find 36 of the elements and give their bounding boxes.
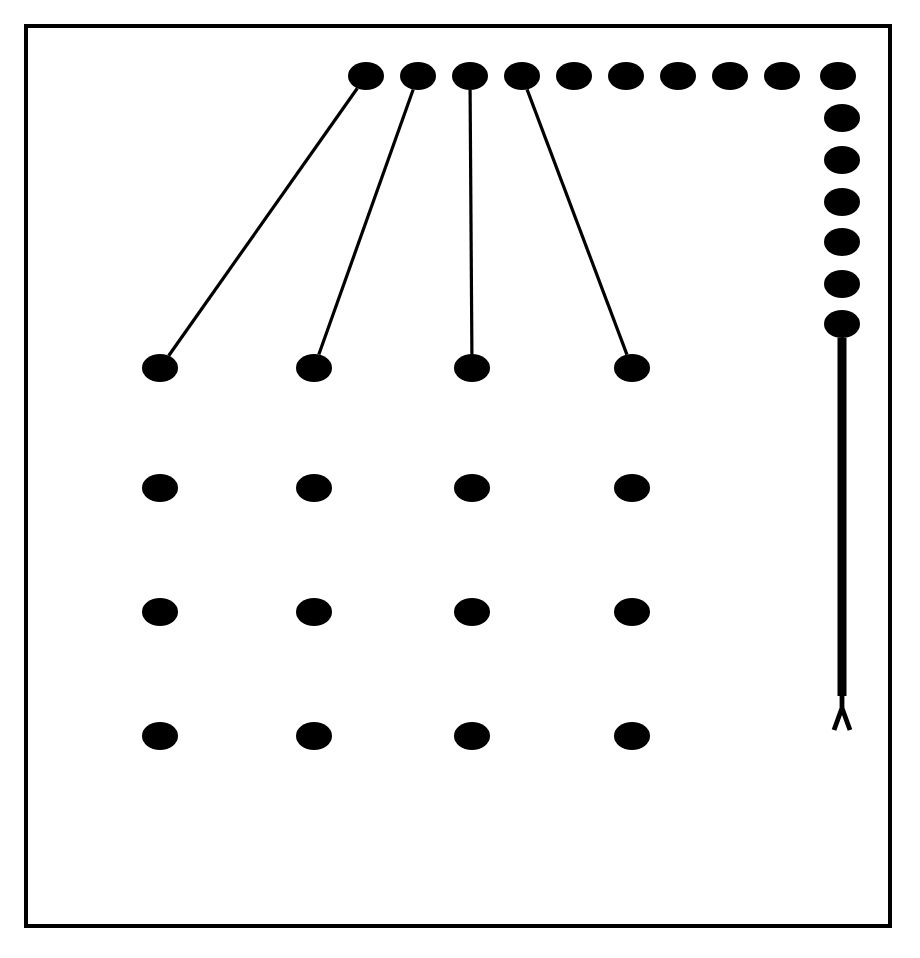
dot xyxy=(348,62,384,90)
dot xyxy=(824,188,860,216)
dot xyxy=(400,62,436,90)
dot xyxy=(824,104,860,132)
dot xyxy=(504,62,540,90)
dot xyxy=(142,474,178,502)
dot xyxy=(614,354,650,382)
dot xyxy=(824,228,860,256)
dot xyxy=(614,722,650,750)
dot xyxy=(142,354,178,382)
connector-line xyxy=(317,88,415,356)
dot xyxy=(296,722,332,750)
dot xyxy=(556,62,592,90)
dot xyxy=(452,62,488,90)
dot xyxy=(614,474,650,502)
dot xyxy=(824,146,860,174)
dot xyxy=(454,722,490,750)
dot xyxy=(454,354,490,382)
dot xyxy=(142,722,178,750)
dot xyxy=(454,598,490,626)
connector-line xyxy=(167,87,359,357)
dot xyxy=(614,598,650,626)
dot xyxy=(296,474,332,502)
dot xyxy=(454,474,490,502)
dot xyxy=(764,62,800,90)
dot xyxy=(824,310,860,338)
connector-line xyxy=(468,90,474,354)
dot xyxy=(296,354,332,382)
dot xyxy=(712,62,748,90)
dot xyxy=(296,598,332,626)
dot xyxy=(660,62,696,90)
dot xyxy=(142,598,178,626)
dot xyxy=(820,62,856,90)
dot xyxy=(824,270,860,298)
dot xyxy=(608,62,644,90)
arrow-shaft xyxy=(831,338,853,733)
